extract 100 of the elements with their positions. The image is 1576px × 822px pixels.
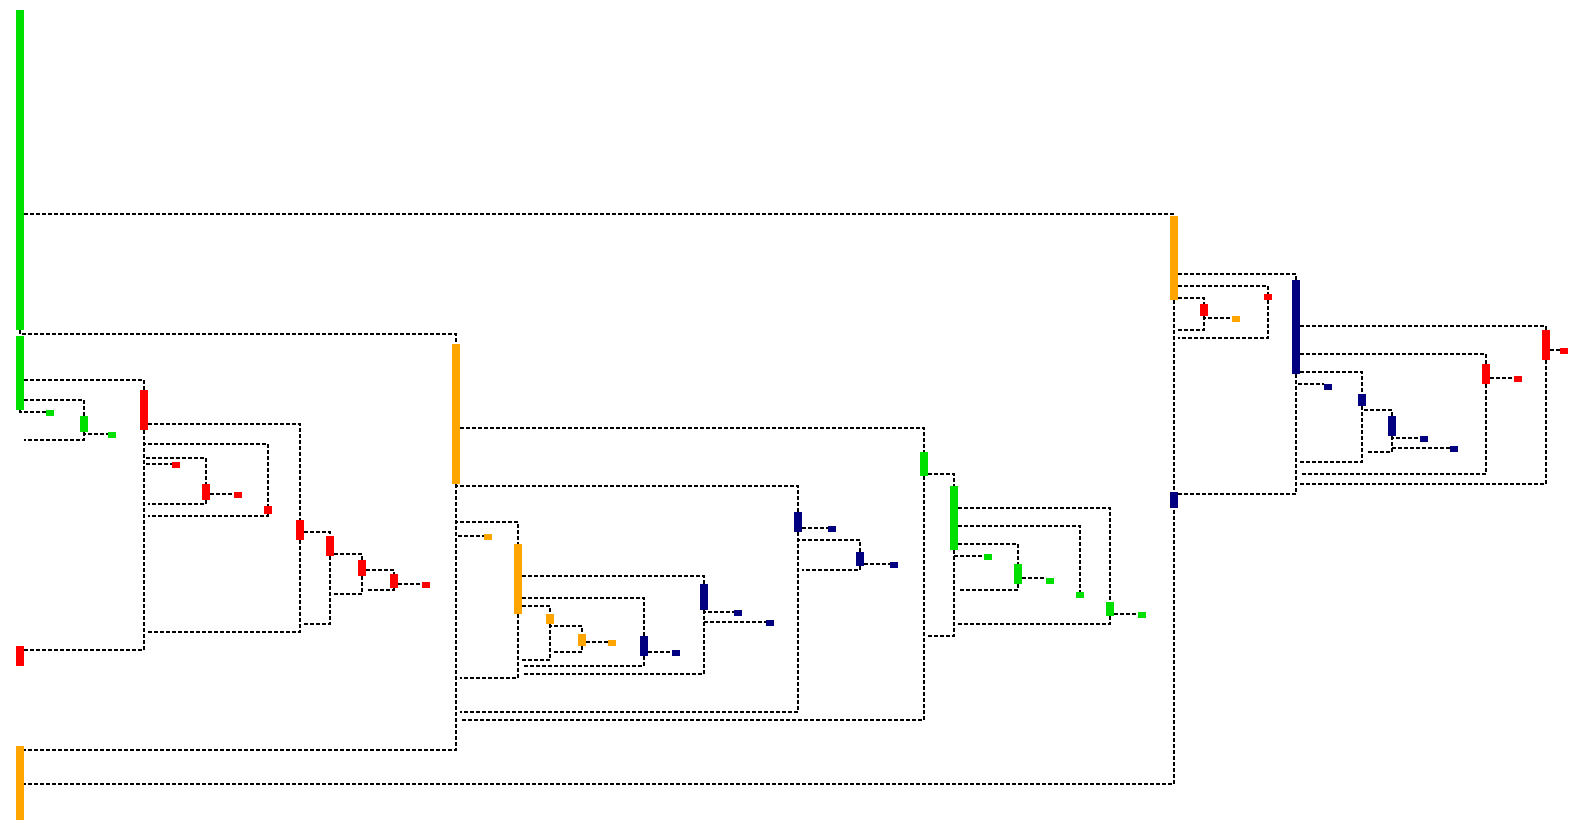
dotted-connector: [1177, 273, 1297, 281]
dotted-connector: [1299, 371, 1363, 463]
dotted-connector: [1489, 377, 1515, 379]
bar: [1232, 316, 1240, 322]
bar: [1358, 394, 1366, 406]
dotted-connector: [1361, 405, 1393, 453]
bar: [1388, 416, 1396, 436]
dotted-connector: [23, 379, 145, 391]
dotted-connector: [23, 213, 1175, 217]
bar: [672, 650, 680, 656]
bar: [108, 432, 116, 438]
dotted-connector: [23, 429, 145, 651]
bar: [234, 492, 242, 498]
bar: [140, 390, 148, 430]
dotted-connector: [397, 583, 423, 585]
dotted-connector: [927, 473, 955, 637]
bar: [856, 552, 864, 566]
dotted-connector: [303, 531, 331, 625]
dotted-connector: [1177, 297, 1205, 331]
dotted-connector: [1203, 315, 1233, 319]
bar: [1170, 216, 1178, 300]
dotted-connector: [1021, 577, 1047, 579]
bar: [608, 640, 616, 646]
dotted-connector: [23, 299, 1175, 785]
dotted-connector: [1177, 373, 1297, 495]
bar: [890, 562, 898, 568]
bar: [1014, 564, 1022, 584]
bar: [1514, 376, 1522, 382]
dotted-connector: [23, 399, 85, 441]
dotted-connector: [953, 549, 985, 557]
dotted-connector: [549, 623, 583, 653]
bar: [766, 620, 774, 626]
dotted-connector: [521, 575, 705, 675]
dotted-connector: [521, 605, 551, 661]
bar: [1450, 446, 1458, 452]
bar: [640, 636, 648, 656]
dotted-connector: [801, 527, 829, 529]
bar: [16, 646, 24, 666]
bar: [1482, 364, 1490, 384]
bar: [46, 410, 54, 416]
bar: [984, 554, 992, 560]
bar: [794, 512, 802, 532]
dotted-connector: [797, 531, 861, 571]
bar: [422, 582, 430, 588]
bar: [1046, 578, 1054, 584]
dotted-connector: [365, 569, 395, 591]
dotted-connector: [147, 423, 301, 633]
bar: [1292, 280, 1300, 374]
bar: [1106, 602, 1114, 616]
dotted-connector: [333, 553, 363, 595]
bar: [950, 486, 958, 550]
bar: [546, 614, 554, 624]
bar: [1560, 348, 1568, 354]
bar: [202, 484, 210, 500]
bar: [734, 610, 742, 616]
bar: [16, 10, 24, 330]
bar: [1170, 492, 1178, 508]
dotted-connector: [957, 507, 1111, 625]
dotted-connector: [83, 431, 109, 435]
bar: [1324, 384, 1332, 390]
dotted-connector: [703, 609, 767, 623]
dotted-connector: [23, 483, 457, 751]
dotted-connector: [1391, 435, 1421, 439]
dotted-connector: [1177, 285, 1269, 339]
bar: [358, 560, 366, 576]
bar: [16, 746, 24, 820]
dotted-connector: [209, 493, 235, 495]
bar: [1076, 592, 1084, 598]
dotted-connector: [647, 651, 673, 653]
bar: [296, 520, 304, 540]
bar: [1264, 294, 1272, 300]
bar: [1542, 330, 1550, 360]
dotted-connector: [957, 525, 1081, 593]
dotted-connector: [1299, 325, 1547, 485]
bar: [80, 416, 88, 432]
bar: [920, 452, 928, 476]
bar: [828, 526, 836, 532]
bar: [264, 506, 272, 514]
dotted-connector: [863, 563, 891, 565]
dotted-connector: [1299, 353, 1487, 475]
dotted-connector: [455, 483, 799, 713]
dotted-connector: [521, 597, 645, 667]
dotted-connector: [1549, 349, 1561, 351]
dotted-connector: [459, 427, 925, 721]
bar: [1200, 304, 1208, 316]
dotted-connector: [1113, 613, 1139, 615]
bar: [1138, 612, 1146, 618]
bar: [172, 462, 180, 468]
dotted-connector: [19, 329, 457, 345]
bar: [514, 544, 522, 614]
bar: [390, 574, 398, 588]
bar: [16, 336, 24, 410]
bar: [484, 534, 492, 540]
dotted-connector: [585, 641, 609, 643]
bar: [1420, 436, 1428, 442]
bar: [578, 634, 586, 646]
dotted-connector: [1391, 435, 1451, 449]
dotted-connector: [19, 409, 47, 413]
dotted-connector: [703, 609, 735, 613]
dotted-connector: [957, 543, 1019, 591]
